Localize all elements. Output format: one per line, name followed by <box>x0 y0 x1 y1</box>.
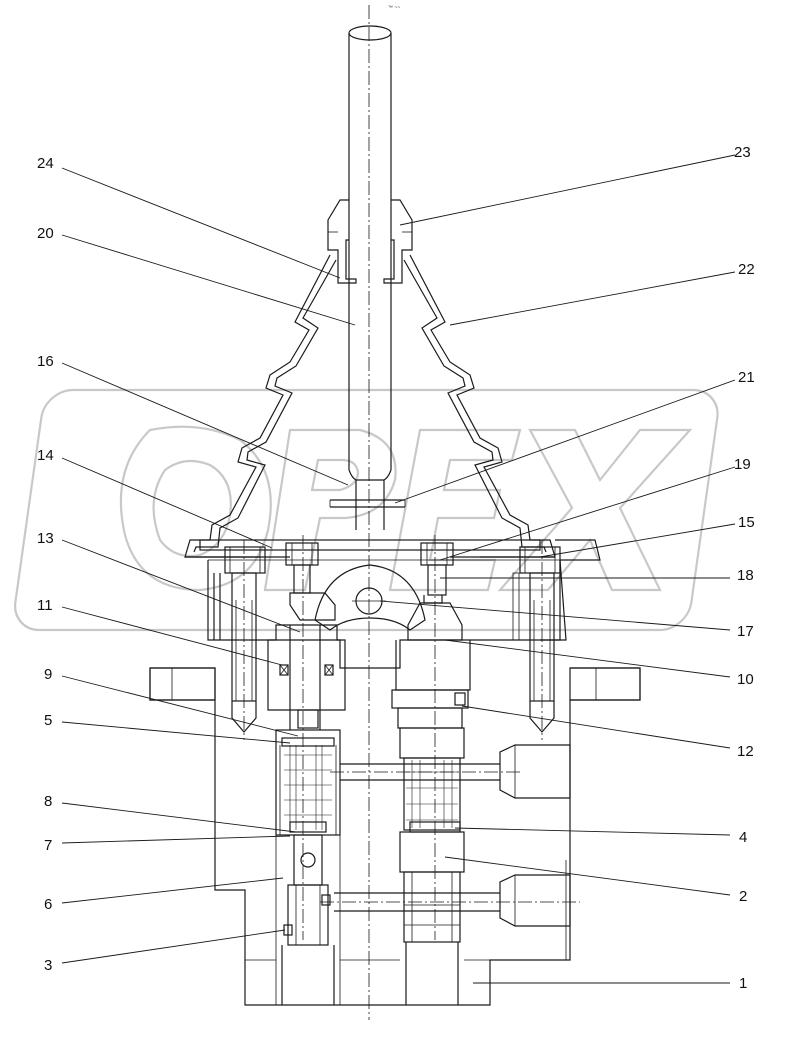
valve-assembly <box>149 5 641 1020</box>
callout-10: 10 <box>737 671 754 688</box>
callout-24: 24 <box>37 155 54 172</box>
callout-18: 18 <box>737 567 754 584</box>
callout-9: 9 <box>44 666 52 683</box>
callout-1: 1 <box>739 975 747 992</box>
watermark-logo <box>14 388 719 632</box>
callout-15: 15 <box>738 514 755 531</box>
callout-20: 20 <box>37 225 54 242</box>
spring-right <box>406 760 458 828</box>
callout-13: 13 <box>37 530 54 547</box>
callout-labels: 24 23 20 22 16 21 14 19 15 13 18 11 17 1… <box>37 144 755 992</box>
callout-17: 17 <box>737 623 754 640</box>
callout-19: 19 <box>734 456 751 473</box>
callout-22: 22 <box>738 261 755 278</box>
leader-lines <box>61 154 736 984</box>
callout-2: 2 <box>739 888 747 905</box>
callout-5: 5 <box>44 712 52 729</box>
callout-11: 11 <box>37 597 53 614</box>
corner-text: ™ ~~ <box>388 5 400 11</box>
spring-left <box>284 745 332 830</box>
callout-7: 7 <box>44 837 52 854</box>
callout-6: 6 <box>44 896 52 913</box>
callout-4: 4 <box>739 829 747 846</box>
callout-3: 3 <box>44 957 52 974</box>
callout-14: 14 <box>37 447 54 464</box>
callout-8: 8 <box>44 793 52 810</box>
callout-12: 12 <box>737 743 754 760</box>
callout-23: 23 <box>734 144 751 161</box>
callout-16: 16 <box>37 353 54 370</box>
callout-21: 21 <box>738 369 755 386</box>
